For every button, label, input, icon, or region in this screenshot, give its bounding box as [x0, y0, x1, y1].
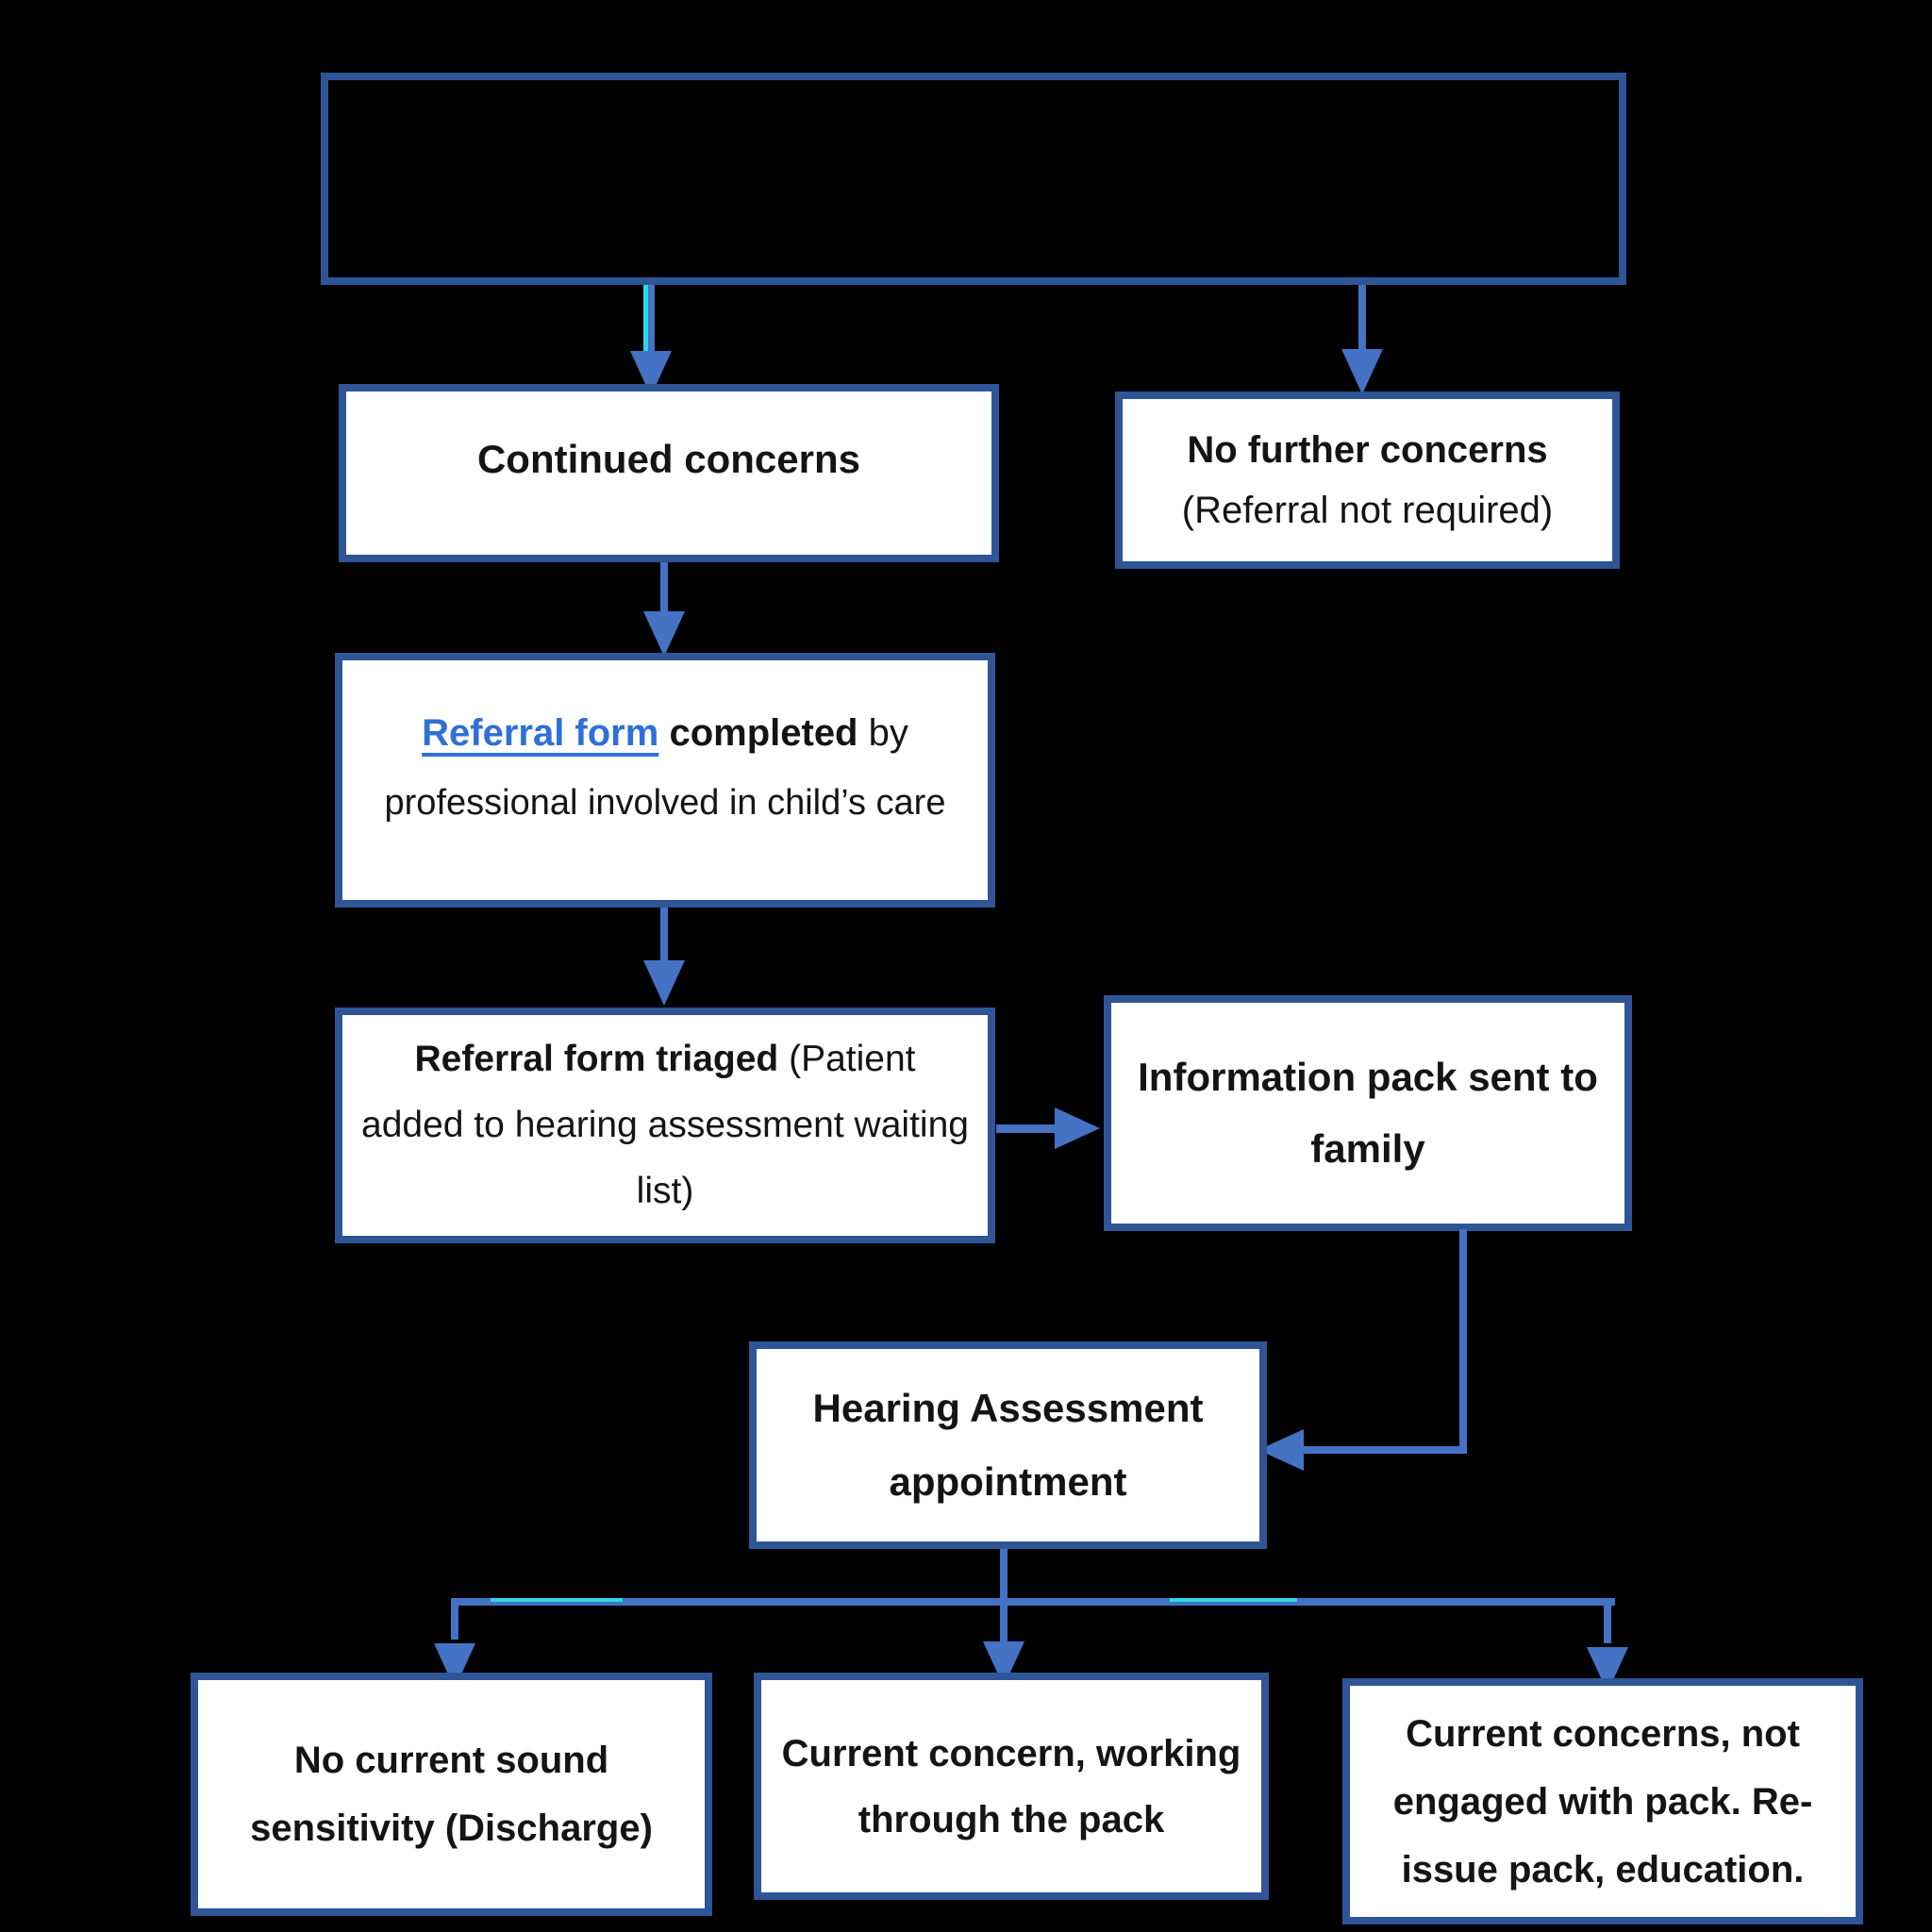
hearing-assessment-line2: appointment — [889, 1459, 1127, 1504]
connector-triaged-infopack-line — [996, 1124, 1057, 1133]
referral-form-completed-line1: Referral form completed by — [422, 698, 908, 768]
referral-triaged-line1: Referral form triaged (Patient — [414, 1026, 915, 1092]
connector-hearing-branch-crossbar — [455, 1598, 1615, 1606]
referral-triaged-line2: added to hearing assessment waiting — [361, 1105, 969, 1145]
start-node — [321, 73, 1626, 285]
info-pack-line1: Information pack sent to — [1138, 1055, 1598, 1099]
connector-infopack-hearing-hline — [1302, 1446, 1467, 1454]
branch-crossbar-cyan-segment-right — [1170, 1598, 1297, 1602]
referral-form-completed-node: Referral form completed by professional … — [335, 653, 995, 908]
outcome-discharge-line2: sensitivity (Discharge) — [250, 1807, 653, 1849]
outcome-reissue-node: Current concerns, not engaged with pack.… — [1342, 1678, 1863, 1924]
connector-referral-triaged-arrowhead — [643, 960, 685, 1006]
no-further-concerns-node: No further concerns (Referral not requir… — [1115, 391, 1620, 569]
hearing-assessment-line1: Hearing Assessment — [812, 1386, 1204, 1430]
connector-branch-right-line — [1604, 1598, 1611, 1643]
branch-crossbar-cyan-segment-left — [491, 1598, 623, 1602]
hearing-assessment-node: Hearing Assessment appointment — [749, 1341, 1267, 1549]
connector-continued-referral-line — [660, 562, 668, 611]
outcome-reissue-line1: Current concerns, not — [1406, 1712, 1800, 1755]
connector-continued-referral-arrowhead — [643, 611, 685, 657]
continued-concerns-node: Continued concerns — [339, 384, 999, 562]
info-pack-line2: family — [1310, 1126, 1425, 1171]
connector-infopack-hearing-vline — [1459, 1229, 1467, 1450]
connector-start-continued-cyan-line — [643, 285, 648, 355]
referral-form-completed-line2: professional involved in child’s care — [384, 783, 946, 823]
referral-triaged-bold: Referral form triaged — [414, 1039, 779, 1079]
referral-form-completed-bold: completed — [669, 712, 858, 754]
connector-hearing-branch-stem — [1000, 1549, 1008, 1600]
outcome-discharge-node: No current sound sensitivity (Discharge) — [191, 1673, 712, 1916]
connector-start-continued-line — [648, 285, 655, 355]
referral-triaged-node: Referral form triaged (Patient added to … — [335, 1008, 995, 1243]
connector-branch-left-line — [451, 1598, 458, 1640]
outcome-working-pack-node: Current concern, working through the pac… — [754, 1673, 1269, 1900]
outcome-discharge-line1: No current sound — [293, 1740, 609, 1781]
outcome-working-line2: through the pack — [858, 1798, 1165, 1840]
connector-start-nofurther-line — [1358, 285, 1366, 353]
outcome-reissue-line2: engaged with pack. Re- — [1392, 1780, 1813, 1823]
no-further-concerns-title: No further concerns — [1187, 429, 1548, 471]
info-pack-node: Information pack sent to family — [1104, 995, 1632, 1231]
connector-start-nofurther-arrowhead — [1341, 349, 1383, 394]
referral-triaged-line3: list) — [636, 1171, 694, 1211]
referral-form-completed-tail: by — [868, 712, 908, 754]
outcome-reissue-line3: issue pack, education. — [1401, 1848, 1805, 1890]
connector-triaged-infopack-arrowhead — [1055, 1108, 1100, 1149]
referral-form-link[interactable]: Referral form — [422, 712, 659, 754]
continued-concerns-label: Continued concerns — [476, 437, 861, 481]
connector-branch-middle-line — [1000, 1606, 1008, 1641]
referral-triaged-line1-tail: (Patient — [789, 1039, 916, 1079]
no-further-concerns-note: (Referral not required) — [1181, 490, 1554, 531]
outcome-working-line1: Current concern, working — [781, 1732, 1241, 1774]
connector-referral-triaged-line — [660, 908, 668, 960]
